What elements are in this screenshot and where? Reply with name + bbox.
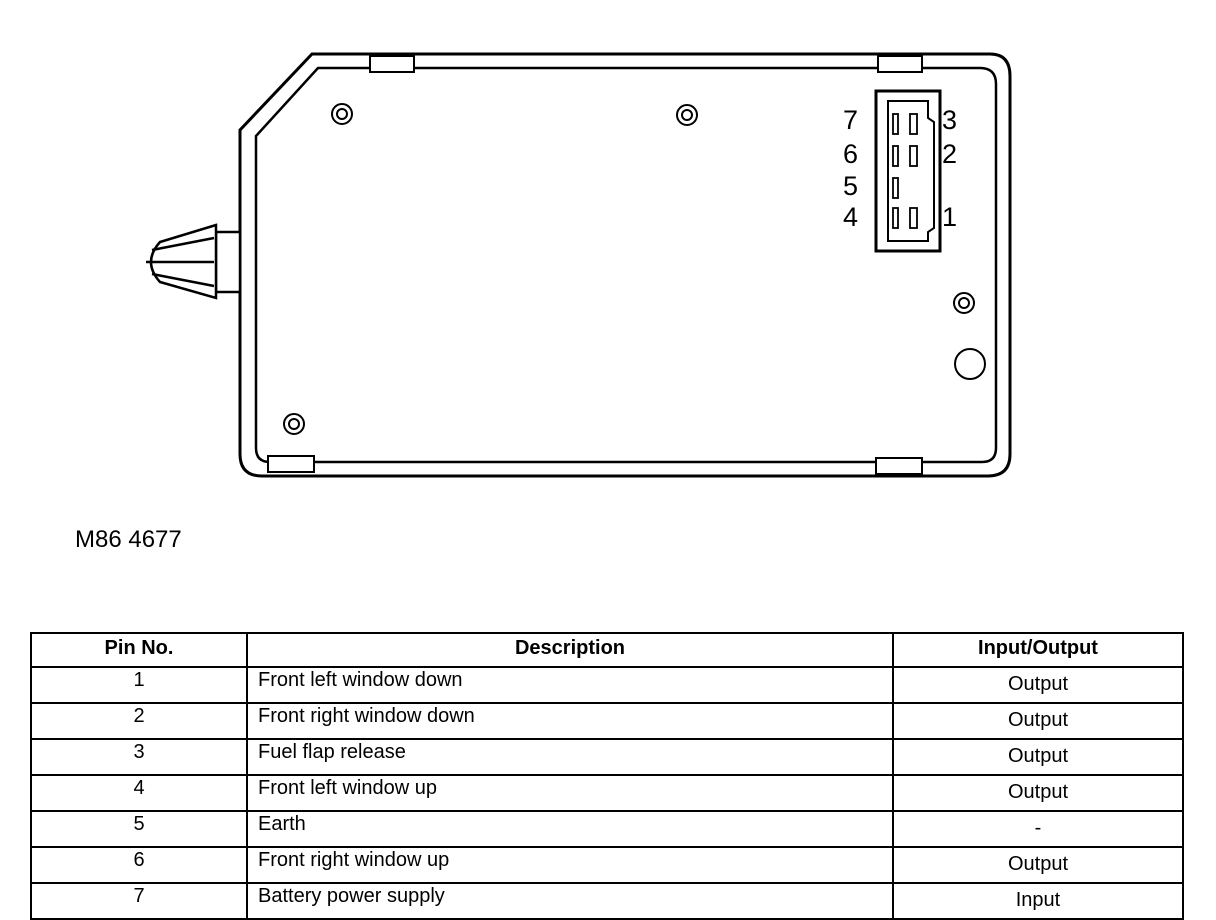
connector xyxy=(874,89,942,253)
control-unit-diagram: 7 6 5 4 3 2 1 xyxy=(146,52,1012,478)
pin-slot-1 xyxy=(909,207,918,229)
pin-cell: 7 xyxy=(30,882,248,920)
clip-top-left xyxy=(369,55,415,73)
pin-slot-7 xyxy=(892,113,899,135)
table-row: 2 Front right window down Output xyxy=(30,702,1184,740)
pin-slot-5 xyxy=(892,177,899,199)
description-cell: Front right window up xyxy=(246,846,894,884)
pin-table: Pin No. Description Input/Output 1 Front… xyxy=(30,632,1184,920)
table-row: 3 Fuel flap release Output xyxy=(30,738,1184,776)
pin-slot-4 xyxy=(892,207,899,229)
pin-cell: 3 xyxy=(30,738,248,776)
screw-top-middle xyxy=(676,104,698,126)
pin-label-1: 1 xyxy=(942,202,957,232)
pin-label-5: 5 xyxy=(843,171,858,201)
table-row: 5 Earth - xyxy=(30,810,1184,848)
pin-cell: 1 xyxy=(30,666,248,704)
io-cell: Output xyxy=(892,666,1184,704)
header-pin-no: Pin No. xyxy=(30,632,248,668)
clip-bottom-right xyxy=(875,457,923,475)
table-row: 6 Front right window up Output xyxy=(30,846,1184,884)
description-cell: Front left window up xyxy=(246,774,894,812)
clip-bottom-left xyxy=(267,455,315,473)
pin-label-7: 7 xyxy=(843,105,858,135)
io-cell: Output xyxy=(892,738,1184,776)
pin-slot-6 xyxy=(892,145,899,167)
header-input-output: Input/Output xyxy=(892,632,1184,668)
pin-slot-2 xyxy=(909,145,918,167)
table-header-row: Pin No. Description Input/Output xyxy=(30,632,1184,668)
header-description: Description xyxy=(246,632,894,668)
pin-label-2: 2 xyxy=(942,139,957,169)
side-knob xyxy=(146,223,242,300)
pin-label-4: 4 xyxy=(843,202,858,232)
connector-outer xyxy=(874,89,942,253)
pin-label-6: 6 xyxy=(843,139,858,169)
io-cell: - xyxy=(892,810,1184,848)
io-cell: Output xyxy=(892,774,1184,812)
description-cell: Front left window down xyxy=(246,666,894,704)
pin-cell: 6 xyxy=(30,846,248,884)
connector-inner xyxy=(887,100,935,242)
io-cell: Output xyxy=(892,702,1184,740)
pin-label-3: 3 xyxy=(942,105,957,135)
table-row: 7 Battery power supply Input xyxy=(30,882,1184,920)
pin-cell: 4 xyxy=(30,774,248,812)
description-cell: Earth xyxy=(246,810,894,848)
io-cell: Input xyxy=(892,882,1184,920)
housing-outer-outline xyxy=(238,52,1012,478)
pin-slot-3 xyxy=(909,113,918,135)
screw-top-left xyxy=(331,103,353,125)
clip-top-right xyxy=(877,55,923,73)
description-cell: Fuel flap release xyxy=(246,738,894,776)
figure-code: M86 4677 xyxy=(75,526,182,553)
housing-inner-outline xyxy=(254,66,998,464)
pin-cell: 2 xyxy=(30,702,248,740)
io-cell: Output xyxy=(892,846,1184,884)
pin-cell: 5 xyxy=(30,810,248,848)
mounting-hole xyxy=(954,348,986,380)
description-cell: Battery power supply xyxy=(246,882,894,920)
description-cell: Front right window down xyxy=(246,702,894,740)
table-row: 1 Front left window down Output xyxy=(30,666,1184,704)
screw-right xyxy=(953,292,975,314)
table-row: 4 Front left window up Output xyxy=(30,774,1184,812)
screw-bottom-left xyxy=(283,413,305,435)
